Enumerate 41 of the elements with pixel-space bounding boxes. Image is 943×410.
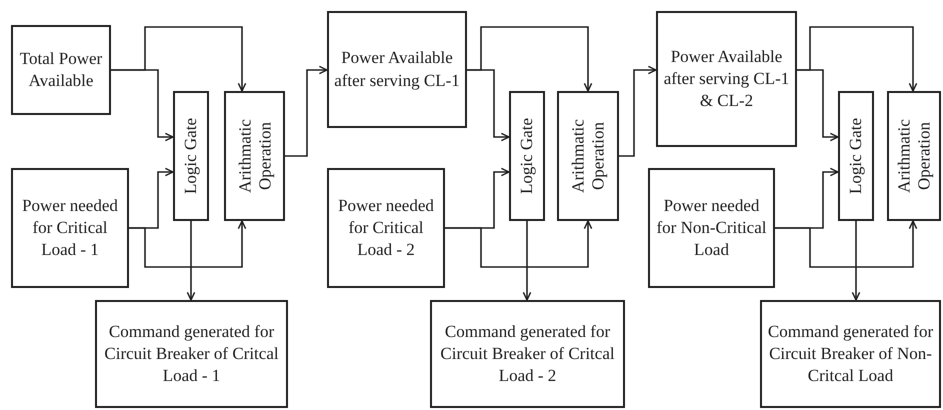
arrow [619,66,657,157]
arrow [129,220,246,268]
box-label: Total Power Available [18,48,104,92]
process-box [430,300,625,408]
box-label: Power Available after serving CL-1 [333,47,461,92]
process-box [656,11,797,147]
box-label: Power needed for Critical Load - 2 [337,194,435,262]
process-box [327,11,467,128]
function-block [509,91,545,221]
box-label: Power Available after serving CL-1 & CL-2 [662,46,790,112]
block-label: Arithmatic Operation [894,118,934,195]
function-block [887,91,941,221]
block-label: Logic Gate [846,117,866,196]
box-label: Power needed for Non-Critical Load [656,194,768,262]
process-box [760,300,941,408]
arrow [797,26,918,92]
function-block [557,91,619,221]
function-block [838,91,874,221]
arrow [285,66,328,157]
process-box [327,168,445,288]
process-box [648,168,775,288]
process-box [11,168,129,288]
arrow [111,26,246,92]
block-label: Arithmatic Operation [568,118,608,195]
arrow [186,221,196,301]
block-label: Arithmatic Operation [234,118,274,195]
box-label: Command generated for Circuit Breaker of Non-Critcal Load [766,320,934,388]
arrow [467,26,592,92]
box-label: Command generated for Circuit Breaker of Critcal Load - 1 [103,320,280,388]
process-box [11,25,111,115]
arrow [852,221,860,301]
function-block [224,91,285,221]
process-box [95,300,288,408]
block-label: Logic Gate [181,117,201,196]
box-label: Power needed for Critical Load - 1 [21,194,119,262]
arrow [522,221,532,301]
block-label: Logic Gate [517,117,537,196]
function-block [173,91,209,221]
arrow [775,220,918,268]
box-label: Command generated for Circuit Breaker of Critcal Load - 2 [439,320,616,388]
arrow [445,220,592,268]
